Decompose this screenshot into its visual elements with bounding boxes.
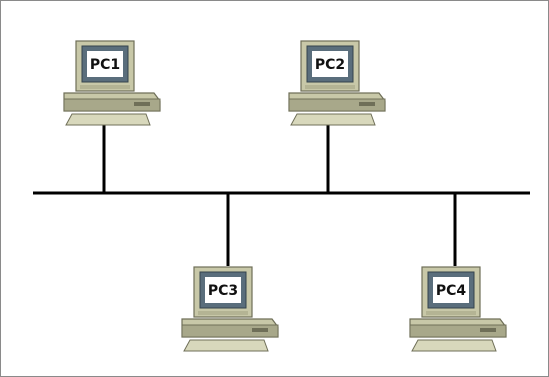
desktop-computer-icon [181,266,279,352]
pc4-node: PC4 [409,266,507,352]
pc1-node: PC1 [63,40,161,126]
pc2-node: PC2 [288,40,386,126]
desktop-computer-icon [288,40,386,126]
desktop-computer-icon [63,40,161,126]
pc3-label: PC3 [208,283,238,299]
desktop-computer-icon [409,266,507,352]
pc3-node: PC3 [181,266,279,352]
pc4-label: PC4 [436,283,467,299]
pc1-label: PC1 [90,57,120,73]
pc2-label: PC2 [315,57,345,73]
